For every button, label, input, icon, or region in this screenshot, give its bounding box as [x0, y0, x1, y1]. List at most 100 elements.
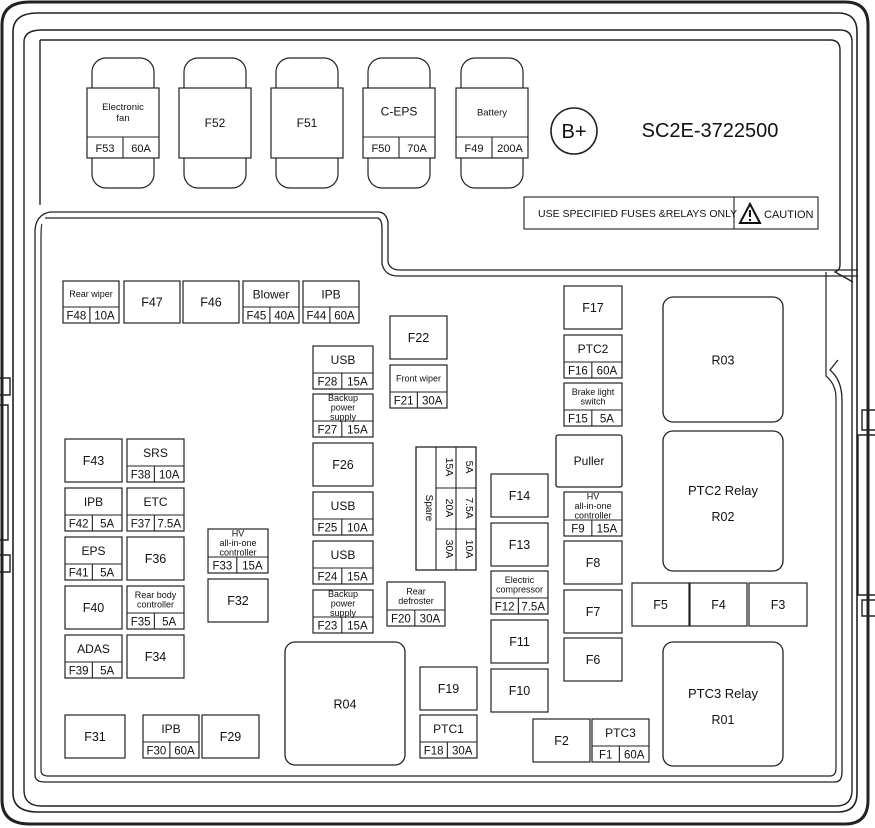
relay-r03[interactable]: R03	[662, 296, 784, 423]
fuse-f7[interactable]: F7	[563, 589, 623, 634]
part-number: SC2E-3722500	[642, 120, 779, 142]
fuse-id: F39	[69, 666, 89, 678]
fuse-id: F10	[509, 684, 531, 698]
fuse-f4[interactable]: F4	[689, 582, 748, 627]
fuse-rating: 30A	[420, 614, 441, 626]
fuse-f19[interactable]: F19	[419, 666, 478, 711]
fuse-id: F43	[83, 454, 105, 468]
spare-rating-30a: 30A	[443, 540, 455, 559]
fuse-f32[interactable]: F32	[207, 578, 269, 623]
fuse-f5[interactable]: F5	[631, 582, 690, 627]
fuse-f8[interactable]: F8	[563, 540, 623, 585]
fuse-id: F50	[372, 143, 391, 155]
fuse-desc: SRS	[143, 446, 168, 460]
fuse-desc: Blower	[253, 288, 290, 302]
fuse-f10[interactable]: F10	[490, 668, 549, 713]
fuse-id: F14	[509, 489, 531, 503]
fuse-f11[interactable]: F11	[490, 619, 549, 664]
fuse-desc: HV	[232, 529, 245, 539]
fuse-desc: supply	[330, 412, 357, 422]
fuse-id: F3	[771, 598, 786, 612]
fuse-rating: 30A	[452, 746, 473, 758]
fuse-f40[interactable]: F40	[64, 585, 123, 630]
fuse-f29[interactable]: F29	[201, 714, 260, 759]
fuse-f3[interactable]: F3	[748, 582, 808, 627]
fuse-id: F12	[495, 602, 515, 614]
fuse-f46[interactable]: F46	[182, 280, 240, 324]
fuse-rating: 5A	[600, 414, 614, 426]
relay-id: R03	[712, 354, 735, 368]
fuse-f34[interactable]: F34	[126, 634, 185, 679]
fuse-f31[interactable]: F31	[64, 714, 126, 759]
fuse-desc: USB	[331, 548, 356, 562]
fuse-desc: Backup	[328, 393, 358, 403]
fuse-desc: PTC1	[433, 722, 464, 736]
fuse-f22[interactable]: F22	[389, 315, 448, 360]
fuse-id: F53	[96, 143, 115, 155]
fuse-id: F51	[297, 116, 318, 130]
fuse-f26[interactable]: F26	[312, 442, 374, 487]
spare-fuse-block: Spare 15A 20A 30A 5A 7.5A 10A	[415, 446, 477, 571]
fuse-f51[interactable]: F51	[270, 57, 344, 189]
fuse-rating: 5A	[100, 568, 114, 580]
fuse-desc: Brake light	[572, 387, 615, 397]
fuse-f47[interactable]: F47	[123, 280, 181, 324]
fuse-rating: 30A	[422, 396, 443, 408]
fuse-rating: 15A	[597, 524, 618, 536]
relay-id: R02	[712, 510, 735, 524]
fuse-id: F19	[438, 682, 460, 696]
fuse-f13[interactable]: F13	[490, 522, 549, 567]
fuse-id: F22	[408, 331, 430, 345]
fuse-f6[interactable]: F6	[563, 637, 623, 682]
fuse-rating: 15A	[347, 425, 368, 437]
fuse-f52[interactable]: F52	[178, 57, 252, 189]
fuse-f17[interactable]: F17	[563, 285, 623, 330]
spare-rating-20a: 20A	[443, 499, 455, 518]
fuse-desc: controller	[574, 511, 611, 521]
fuse-f36[interactable]: F36	[126, 536, 185, 581]
fuse-puller[interactable]: Puller	[555, 434, 623, 488]
fuse-f43[interactable]: F43	[64, 438, 123, 483]
fuse-id: F32	[227, 594, 249, 608]
fuse-id: F42	[69, 519, 89, 531]
relay-r04[interactable]: R04	[284, 641, 406, 766]
fuse-f14[interactable]: F14	[490, 473, 549, 518]
fuse-id: F47	[141, 296, 163, 310]
fuse-desc: USB	[331, 499, 356, 513]
fuse-id: F45	[247, 311, 267, 323]
fuse-id: F38	[131, 470, 151, 482]
fuse-f2[interactable]: F2	[532, 718, 591, 763]
